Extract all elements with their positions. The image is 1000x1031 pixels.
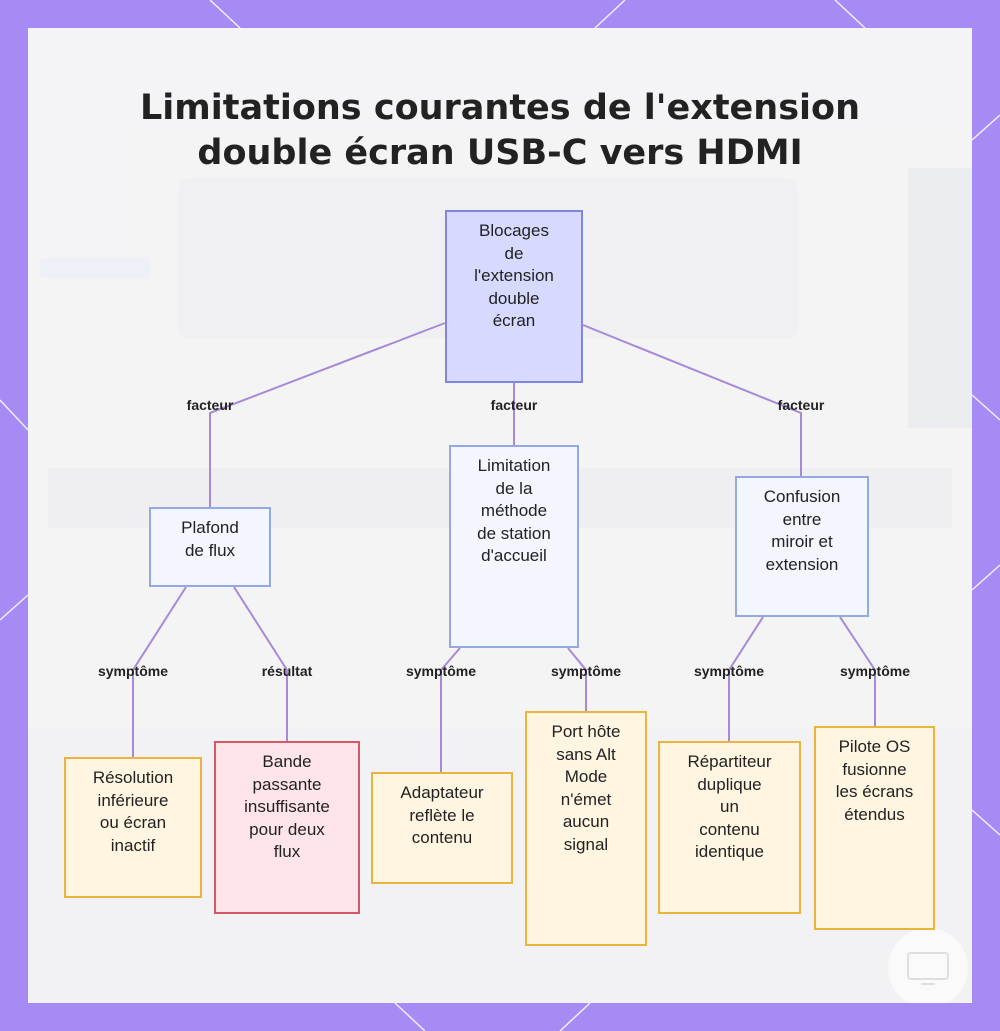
node-text-line: Blocages: [474, 220, 554, 243]
node-text-line: n'émet: [552, 789, 621, 812]
node-text-line: extension: [764, 554, 841, 577]
node-text-line: Port hôte: [552, 721, 621, 744]
node-text-line: un: [687, 796, 771, 819]
node-text-line: sans Alt: [552, 744, 621, 767]
node-text-line: Résolution: [93, 767, 173, 790]
node-dock-limit-text: Limitation de la méthode de station d'ac…: [477, 455, 551, 568]
edge-root-mirror: [583, 325, 801, 476]
node-low-resolution-text: Résolution inférieure ou écran inactif: [93, 767, 173, 857]
node-text-line: pour deux: [244, 819, 330, 842]
node-text-line: duplique: [687, 774, 771, 797]
node-os-driver-text: Pilote OS fusionne les écrans étendus: [836, 736, 913, 826]
edge-label-factor: facteur: [187, 397, 234, 413]
node-text-line: étendus: [836, 804, 913, 827]
edge-label-symptom: symptôme: [98, 663, 168, 679]
node-text-line: l'extension: [474, 265, 554, 288]
node-text-line: Bande: [244, 751, 330, 774]
edge-label-symptom: symptôme: [840, 663, 910, 679]
node-text-line: double: [474, 288, 554, 311]
edge-mirror-splitter: [729, 617, 763, 742]
node-text-line: Limitation: [477, 455, 551, 478]
node-flow-cap-text: Plafond de flux: [181, 517, 239, 562]
edge-label-result: résultat: [262, 663, 313, 679]
edge-label-factor: facteur: [778, 397, 825, 413]
edge-label-symptom: symptôme: [551, 663, 621, 679]
node-host-port-text: Port hôte sans Alt Mode n'émet aucun sig…: [552, 721, 621, 857]
node-dock-limit[interactable]: Limitation de la méthode de station d'ac…: [449, 445, 579, 648]
node-text-line: méthode: [477, 500, 551, 523]
node-text-line: contenu: [687, 819, 771, 842]
edge-dock-hostport: [568, 648, 586, 711]
node-text-line: ou écran: [93, 812, 173, 835]
node-adapter-mirror[interactable]: Adaptateur reflète le contenu: [371, 772, 513, 884]
node-mirror-confusion-text: Confusion entre miroir et extension: [764, 486, 841, 576]
node-text-line: Pilote OS: [836, 736, 913, 759]
node-text-line: de flux: [181, 540, 239, 563]
node-text-line: flux: [244, 841, 330, 864]
node-text-line: aucun: [552, 811, 621, 834]
node-text-line: Répartiteur: [687, 751, 771, 774]
node-text-line: insuffisante: [244, 796, 330, 819]
node-low-resolution[interactable]: Résolution inférieure ou écran inactif: [64, 757, 202, 898]
node-splitter[interactable]: Répartiteur duplique un contenu identiqu…: [658, 741, 801, 914]
node-text-line: les écrans: [836, 781, 913, 804]
node-text-line: miroir et: [764, 531, 841, 554]
node-host-port[interactable]: Port hôte sans Alt Mode n'émet aucun sig…: [525, 711, 647, 946]
node-text-line: reflète le: [400, 805, 483, 828]
node-text-line: inactif: [93, 835, 173, 858]
node-text-line: Mode: [552, 766, 621, 789]
edge-label-factor: facteur: [491, 397, 538, 413]
node-bandwidth-text: Bande passante insuffisante pour deux fl…: [244, 751, 330, 864]
node-root-text: Blocages de l'extension double écran: [474, 220, 554, 333]
node-splitter-text: Répartiteur duplique un contenu identiqu…: [687, 751, 771, 864]
node-text-line: de la: [477, 478, 551, 501]
node-text-line: Plafond: [181, 517, 239, 540]
diagram-card: Limitations courantes de l'extension dou…: [28, 28, 972, 1003]
node-text-line: signal: [552, 834, 621, 857]
node-text-line: contenu: [400, 827, 483, 850]
node-text-line: fusionne: [836, 759, 913, 782]
node-text-line: identique: [687, 841, 771, 864]
edge-root-flow-cap: [210, 323, 445, 508]
node-root[interactable]: Blocages de l'extension double écran: [445, 210, 583, 383]
node-mirror-confusion[interactable]: Confusion entre miroir et extension: [735, 476, 869, 617]
node-text-line: entre: [764, 509, 841, 532]
node-os-driver[interactable]: Pilote OS fusionne les écrans étendus: [814, 726, 935, 930]
node-text-line: écran: [474, 310, 554, 333]
node-text-line: de station: [477, 523, 551, 546]
node-flow-cap[interactable]: Plafond de flux: [149, 507, 271, 587]
node-text-line: de: [474, 243, 554, 266]
node-text-line: Adaptateur: [400, 782, 483, 805]
node-bandwidth[interactable]: Bande passante insuffisante pour deux fl…: [214, 741, 360, 914]
node-text-line: inférieure: [93, 790, 173, 813]
edge-label-symptom: symptôme: [406, 663, 476, 679]
node-text-line: passante: [244, 774, 330, 797]
node-adapter-mirror-text: Adaptateur reflète le contenu: [400, 782, 483, 850]
node-text-line: d'accueil: [477, 545, 551, 568]
edge-label-symptom: symptôme: [694, 663, 764, 679]
node-text-line: Confusion: [764, 486, 841, 509]
